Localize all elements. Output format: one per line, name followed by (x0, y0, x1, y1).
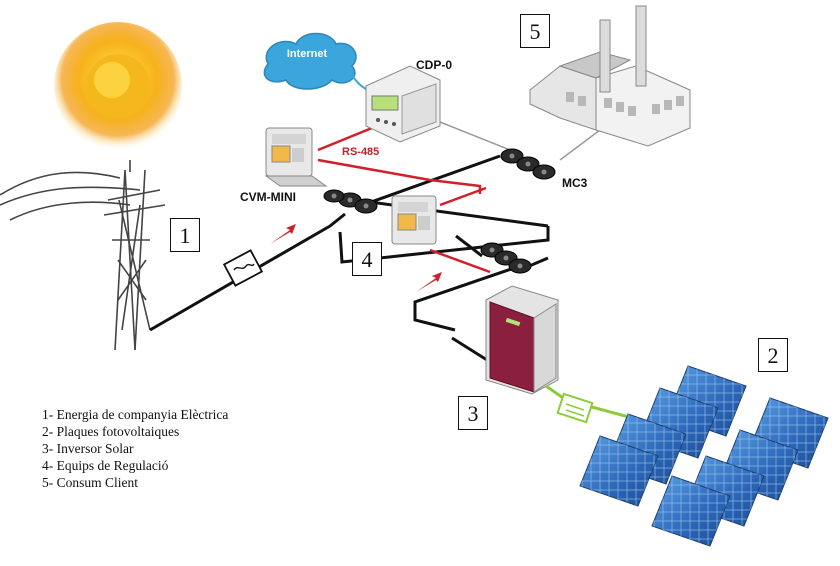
dc-converter-icon (556, 392, 594, 424)
number-box-1: 1 (170, 218, 200, 252)
legend-item: 1- Energia de companyia Elèctrica (42, 407, 229, 422)
regulation-meter-icon (391, 195, 437, 245)
transmission-tower-icon (0, 160, 166, 351)
internet-label: Internet (286, 48, 328, 60)
sun-icon (54, 22, 182, 150)
factory-icon (529, 5, 691, 147)
legend-item: 4- Equips de Regulació (42, 458, 169, 473)
legend: 1- Energia de companyia Elèctrica 2- Pla… (42, 406, 228, 491)
flow-arrow-icon (270, 224, 442, 292)
solar-panels-icon (579, 365, 829, 547)
solar-inverter-icon (485, 285, 559, 395)
number-box-3: 3 (458, 396, 488, 430)
legend-item: 2- Plaques fotovoltaiques (42, 424, 180, 439)
number-box-2: 2 (758, 338, 788, 372)
rs485-lines (317, 126, 491, 274)
cdp-0-device-icon (365, 65, 441, 143)
cdp-0-label: CDP-0 (416, 58, 453, 72)
number-box-4: 4 (352, 242, 382, 276)
internet-cloud-icon (263, 32, 357, 90)
cvm-mini-label: CVM-MINI (240, 190, 296, 204)
legend-item: 3- Inversor Solar (42, 441, 134, 456)
legend-item: 5- Consum Client (42, 475, 139, 490)
cvm-mini-meter-icon (264, 127, 328, 187)
number-box-5: 5 (520, 14, 550, 48)
rs485-label: RS-485 (342, 146, 380, 158)
ac-dc-converter-icon (222, 249, 264, 287)
mc3-label: MC3 (562, 176, 588, 190)
signal-lines (434, 119, 601, 161)
